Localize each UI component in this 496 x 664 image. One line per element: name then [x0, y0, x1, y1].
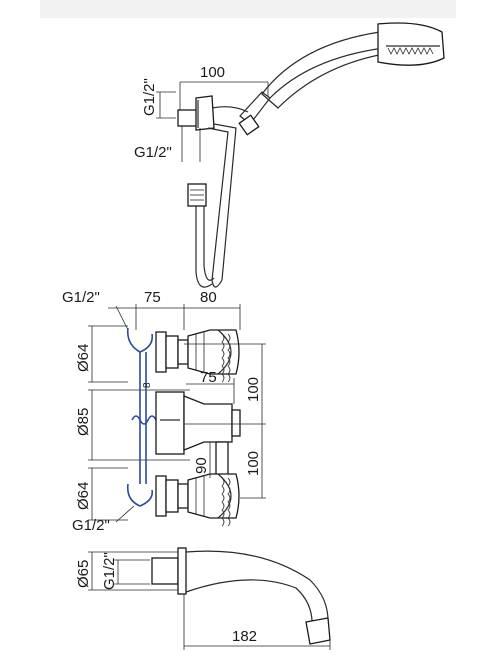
spout-assembly: Ø65 G1/2" 182 [75, 547, 331, 650]
dim-thread-mixer-top: G1/2" [62, 289, 100, 306]
dim-thread-top-horizontal: G1/2" [134, 144, 172, 161]
dim-spout-length: 182 [232, 628, 257, 645]
mixer-assembly: G1/2" 75 80 Ø64 Ø85 Ø64 8 [62, 289, 266, 534]
dim-thread-mixer-bottom: G1/2" [72, 517, 110, 534]
dim-height-100-lower: 100 [245, 451, 262, 476]
dim-thread-spout: G1/2" [101, 552, 118, 590]
dim-offset-75-mid: 75 [200, 369, 217, 386]
dim-width-75-top: 75 [144, 289, 161, 306]
dim-diameter-85: Ø85 [75, 408, 92, 436]
dim-thread-top-vertical: G1/2" [141, 78, 158, 116]
top-bar [40, 0, 456, 18]
dim-width-80-top: 80 [200, 289, 217, 306]
dim-diameter-64-top: Ø64 [75, 344, 92, 372]
hand-shower-assembly: 100 G1/2" G1/2" [134, 22, 445, 288]
centre-mark: 8 [142, 382, 153, 388]
dim-diameter-64-bottom: Ø64 [75, 482, 92, 510]
dim-height-100-upper: 100 [245, 377, 262, 402]
dim-height-90: 90 [193, 457, 210, 474]
dim-diameter-65-spout: Ø65 [75, 560, 92, 588]
dim-hand-shower-width: 100 [200, 64, 225, 81]
